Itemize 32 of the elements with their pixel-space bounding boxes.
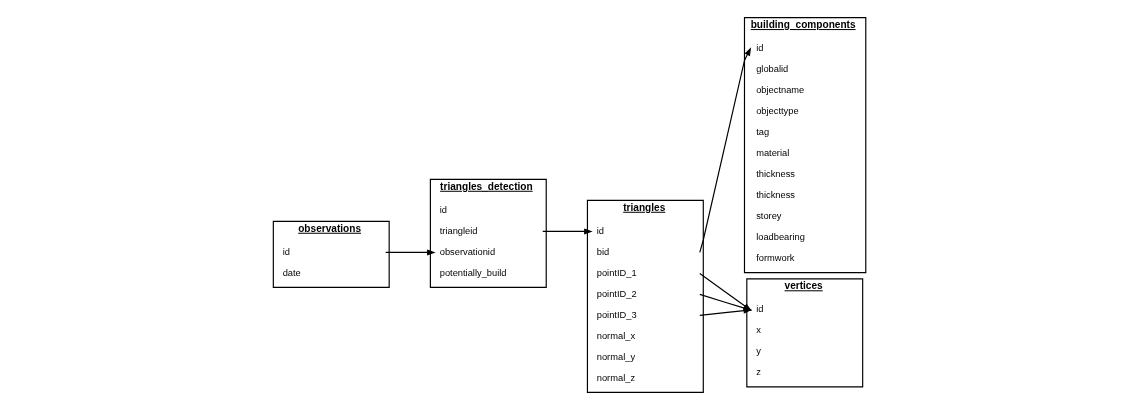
node-text: pointID_2 bbox=[596, 288, 637, 299]
node-text: normal_y bbox=[596, 351, 635, 362]
node-text: id bbox=[755, 43, 763, 54]
node-text: y bbox=[755, 346, 761, 357]
arrow bbox=[384, 249, 436, 256]
node-text: z bbox=[755, 367, 761, 378]
node-text: id bbox=[282, 246, 290, 257]
node-text: normal_x bbox=[596, 330, 635, 341]
node-text: formwork bbox=[755, 253, 794, 264]
node-text: bid bbox=[596, 246, 609, 257]
node-text: tag bbox=[755, 127, 769, 138]
node-text: loadbearing bbox=[755, 232, 805, 243]
node-text: observationid bbox=[439, 246, 495, 257]
node-text: id bbox=[596, 225, 604, 236]
node-text: date bbox=[282, 267, 301, 278]
node-text: storey bbox=[755, 211, 782, 222]
node-text: x bbox=[755, 325, 761, 336]
node-text: thickness bbox=[755, 169, 795, 180]
node-text: id bbox=[439, 204, 447, 215]
node-text: pointID_1 bbox=[596, 267, 637, 278]
arrow bbox=[698, 47, 751, 253]
arrow bbox=[541, 228, 593, 235]
node-text: objecttype bbox=[755, 106, 799, 117]
node-text: id bbox=[755, 304, 763, 315]
node-text: objectname bbox=[755, 85, 804, 96]
node-text: material bbox=[755, 148, 789, 159]
node-text: globalid bbox=[755, 64, 788, 75]
node-text: pointID_3 bbox=[596, 309, 637, 320]
node-text: thickness bbox=[755, 190, 795, 201]
node-text: normal_z bbox=[596, 372, 635, 383]
node-text: potentially_build bbox=[439, 267, 507, 278]
node-text: triangleid bbox=[439, 225, 478, 236]
